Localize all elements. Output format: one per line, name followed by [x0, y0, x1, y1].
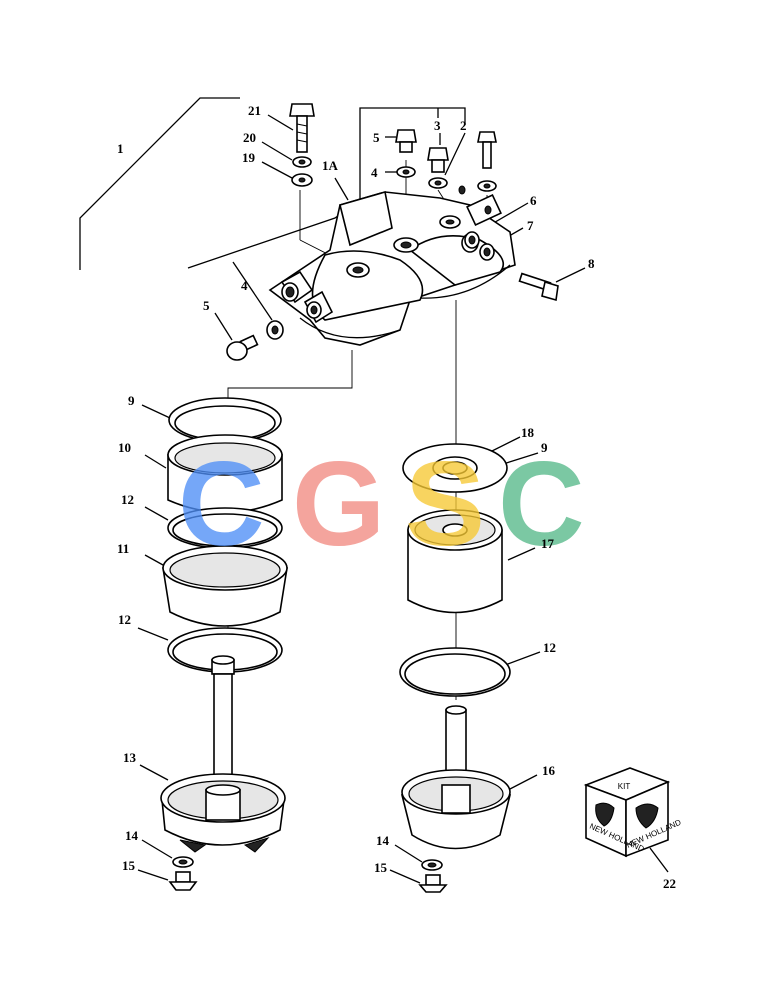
watermark-letter-3: S	[405, 437, 485, 571]
right-element-assembly	[399, 443, 512, 893]
watermark: C G S C	[178, 437, 585, 571]
callout-16: 16	[542, 763, 556, 778]
plug-5-left	[226, 334, 259, 361]
callout-3: 3	[434, 118, 441, 133]
washer-20	[292, 156, 312, 168]
plug-3	[427, 147, 449, 173]
callout-8: 8	[588, 256, 595, 271]
callout-12-upper: 12	[121, 492, 134, 507]
callout-18: 18	[521, 425, 535, 440]
washer-6-7	[464, 231, 495, 261]
callout-14-right: 14	[376, 833, 390, 848]
washer-2	[428, 177, 448, 189]
kit-box: KIT NEW HOLLAND NEW HOLLAND	[583, 767, 683, 858]
callout-12-right: 12	[543, 640, 556, 655]
washer-19	[291, 173, 313, 187]
callout-14-left: 14	[125, 828, 139, 843]
callout-2: 2	[460, 118, 467, 133]
callout-13: 13	[123, 750, 137, 765]
callout-12-lower: 12	[118, 612, 131, 627]
left-bowl-assembly	[160, 397, 288, 891]
washer-4-top	[396, 166, 416, 178]
callout-4-top: 4	[371, 165, 378, 180]
callout-20: 20	[243, 130, 256, 145]
callout-15-left: 15	[122, 858, 136, 873]
callout-4-left: 4	[241, 278, 248, 293]
washer-4-left	[266, 320, 284, 340]
callout-1A: 1A	[322, 158, 339, 173]
plug-5-top	[395, 129, 417, 153]
watermark-letter-2: G	[292, 437, 385, 571]
watermark-letter-4: C	[498, 437, 585, 571]
callout-10: 10	[118, 440, 131, 455]
watermark-letter-1: C	[178, 437, 265, 571]
callout-5-top: 5	[373, 130, 380, 145]
callout-1: 1	[117, 141, 124, 156]
filter-head-1A	[268, 185, 516, 346]
callout-11: 11	[117, 541, 129, 556]
bolt-right	[477, 131, 497, 192]
bolt-21	[289, 103, 315, 153]
callout-9-left: 9	[128, 393, 135, 408]
callout-labels: 1 1A 2 3 4 4 5 5 6 7 8 9 9 10 11 12 12 1…	[117, 103, 676, 891]
callout-7: 7	[527, 218, 534, 233]
callout-9-right: 9	[541, 440, 548, 455]
bolt-8	[518, 272, 559, 302]
callout-6: 6	[530, 193, 537, 208]
callout-19: 19	[242, 150, 256, 165]
callout-5-left: 5	[203, 298, 210, 313]
callout-15-right: 15	[374, 860, 388, 875]
callout-17: 17	[541, 536, 555, 551]
callout-21: 21	[248, 103, 261, 118]
callout-22: 22	[663, 876, 676, 891]
kit-label: KIT	[618, 782, 631, 791]
